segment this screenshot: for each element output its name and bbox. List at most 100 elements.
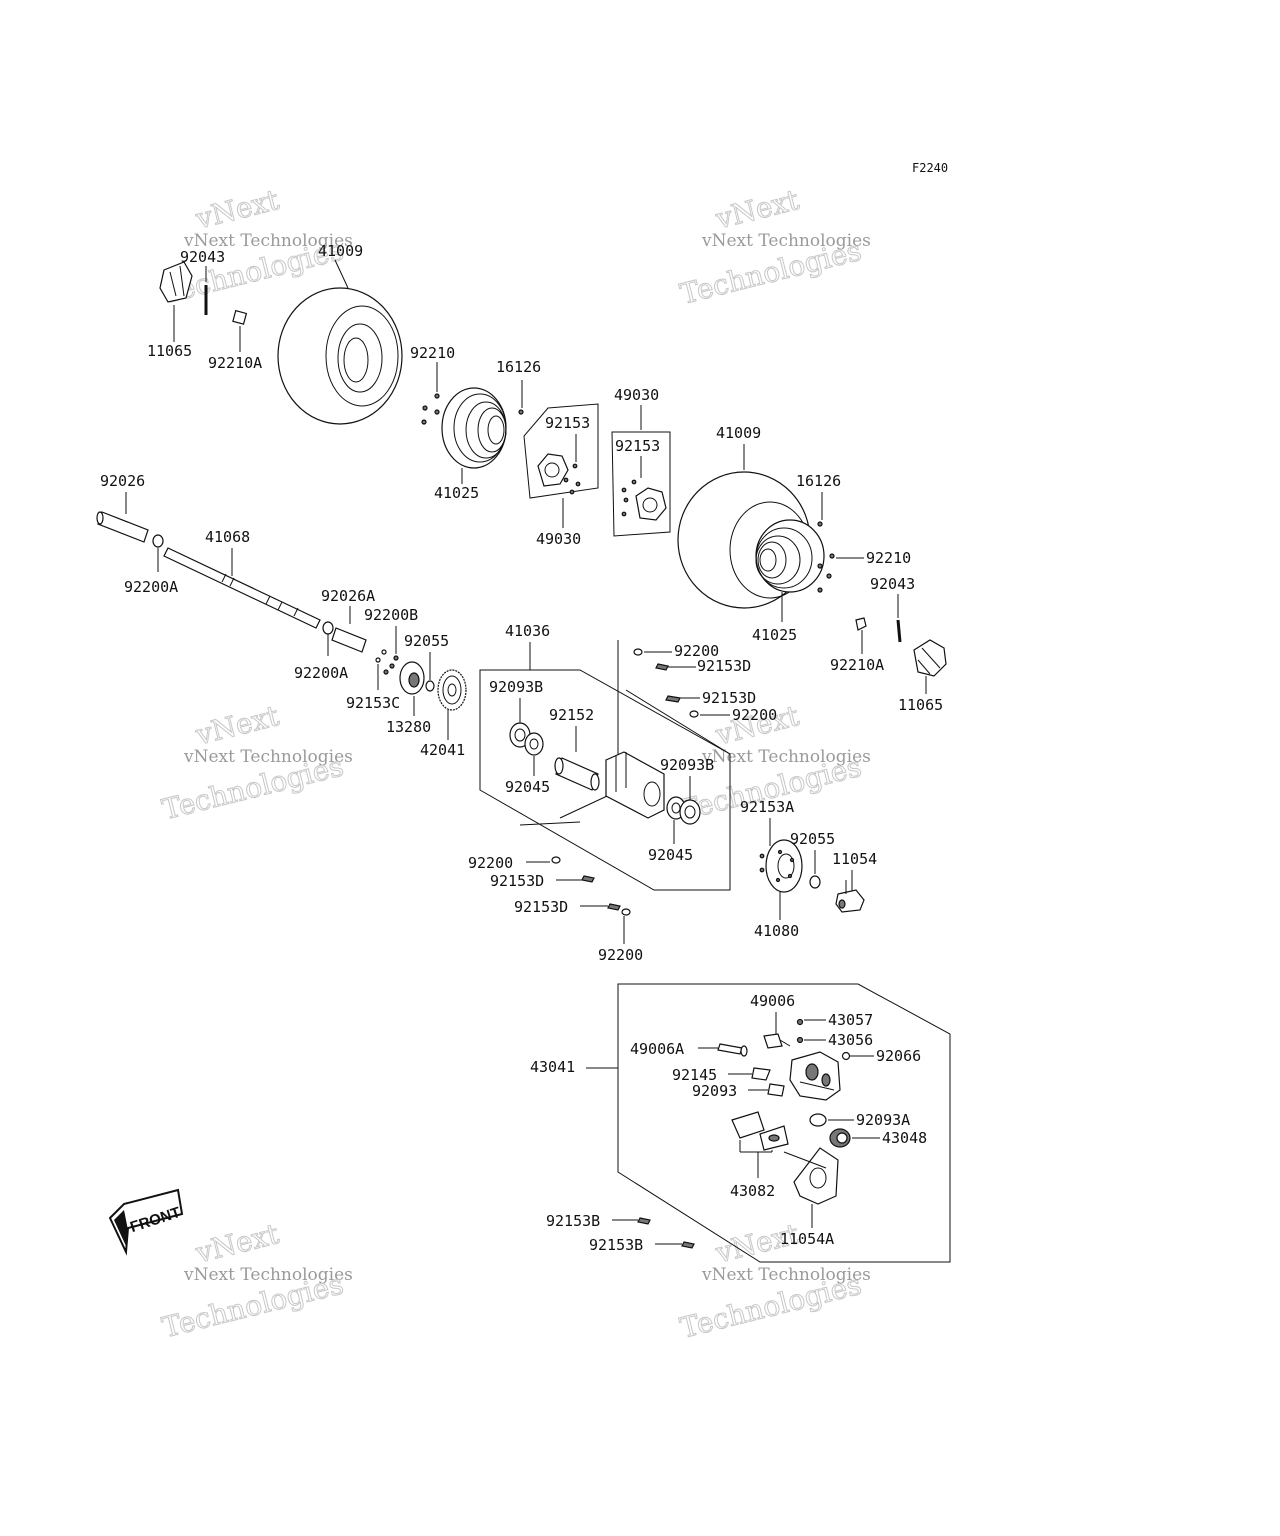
svg-text:vNext Technologies: vNext Technologies (701, 1265, 871, 1285)
label-92200-b: 92200 (732, 706, 777, 724)
svg-text:vNext: vNext (192, 1217, 283, 1270)
pin-49006A (717, 1043, 748, 1057)
nut-left (232, 309, 248, 325)
label-43048: 43048 (882, 1129, 927, 1147)
bolt-92153D-d (607, 903, 621, 911)
valve-right (817, 521, 823, 527)
label-92045-b: 92045 (648, 846, 693, 864)
label-41080: 41080 (754, 922, 799, 940)
label-41025-right: 41025 (752, 626, 797, 644)
rim-left (441, 387, 507, 469)
watermark-bottom-right: vNext vNext Technologies Technologies (676, 1217, 871, 1346)
washer-92093A (809, 1113, 827, 1127)
nut-right (855, 617, 867, 631)
collar-92200A-a (152, 534, 164, 548)
label-92055-b: 92055 (790, 830, 835, 848)
label-92153D-c: 92153D (490, 872, 544, 890)
label-11065-right: 11065 (898, 696, 943, 714)
label-49006A: 49006A (630, 1040, 684, 1058)
bleeder-43057 (796, 1018, 804, 1026)
label-16126-right: 16126 (796, 472, 841, 490)
caliper-frame (617, 983, 951, 1263)
label-43041: 43041 (530, 1058, 575, 1076)
bearing-92045-a (524, 732, 544, 756)
label-16126-left: 16126 (496, 358, 541, 376)
oring-92055-b (809, 875, 821, 889)
bolts-92153C (375, 649, 387, 663)
label-92200A-b: 92200A (294, 664, 348, 682)
bolt-92153B-a (637, 1217, 651, 1225)
collar-92200A-b (322, 621, 334, 635)
label-42041: 42041 (420, 741, 465, 759)
washer-92200-a (633, 648, 643, 656)
diagram-code: F2240 (912, 161, 948, 175)
label-41068: 41068 (205, 528, 250, 546)
label-41025-left: 41025 (434, 484, 479, 502)
sprocket-42041 (437, 669, 467, 711)
watermark-mid-left: vNext vNext Technologies Technologies (158, 699, 353, 827)
label-92153D-b: 92153D (702, 689, 756, 707)
label-13280: 13280 (386, 718, 431, 736)
pin-49006 (763, 1033, 791, 1049)
wheel-cap-right-part (913, 639, 947, 677)
label-49030-a: 49030 (614, 386, 659, 404)
label-92145: 92145 (672, 1066, 717, 1084)
cap-43056 (796, 1036, 804, 1044)
piston-43048 (829, 1128, 851, 1148)
label-43056: 43056 (828, 1031, 873, 1049)
tire-left (277, 287, 403, 425)
label-92210A-left: 92210A (208, 354, 262, 372)
washer-92200-c (551, 856, 561, 864)
oring-92055-a (425, 680, 435, 692)
label-92093A: 92093A (856, 1111, 910, 1129)
caliper-bracket-11054A (783, 1147, 839, 1205)
label-92153-a: 92153 (545, 414, 590, 432)
bolt-92153D-a (655, 663, 669, 671)
label-92153-b: 92153 (615, 437, 660, 455)
label-92200-c: 92200 (468, 854, 513, 872)
label-11054: 11054 (832, 850, 877, 868)
seal-92093 (767, 1083, 785, 1097)
valve-left (518, 409, 524, 415)
sleeve-92026A (331, 627, 367, 653)
label-92200-d: 92200 (598, 946, 643, 964)
label-92026A: 92026A (321, 587, 375, 605)
hub-left-frame (523, 403, 599, 499)
svg-text:vNext: vNext (712, 183, 803, 236)
spring-92145 (751, 1067, 771, 1081)
svg-text:vNext Technologies: vNext Technologies (183, 1265, 353, 1285)
wheel-cap-left-part (159, 261, 193, 303)
label-41009-right: 41009 (716, 424, 761, 442)
label-92093B-a: 92093B (489, 678, 543, 696)
bolt-92153B-b (681, 1241, 695, 1249)
hub-left (537, 453, 581, 495)
svg-text:vNext Technologies: vNext Technologies (701, 747, 871, 767)
svg-text:vNext: vNext (192, 183, 283, 236)
front-arrow-icon: FRONT (108, 1188, 184, 1256)
washer-92200-b (689, 710, 699, 718)
label-92153D-a: 92153D (697, 657, 751, 675)
spacer-92152 (554, 757, 600, 791)
hub-right-frame (611, 431, 671, 537)
label-92153A: 92153A (740, 798, 794, 816)
label-92043-right: 92043 (870, 575, 915, 593)
label-92043-left: 92043 (180, 248, 225, 266)
studs-left (421, 393, 440, 425)
svg-text:vNext Technologies: vNext Technologies (701, 231, 871, 251)
brake-pads-43082 (731, 1111, 789, 1151)
label-43057: 43057 (828, 1011, 873, 1029)
label-41036: 41036 (505, 622, 550, 640)
label-92200-a: 92200 (674, 642, 719, 660)
label-43082: 43082 (730, 1182, 775, 1200)
housing-frame (479, 669, 731, 891)
svg-text:vNext Technologies: vNext Technologies (183, 231, 353, 251)
label-11054A: 11054A (780, 1230, 834, 1248)
label-92153C: 92153C (346, 694, 400, 712)
svg-text:vNext: vNext (192, 699, 283, 752)
seal-92093B-b (679, 799, 701, 825)
label-92045-a: 92045 (505, 778, 550, 796)
bracket-11054 (835, 880, 865, 913)
brake-disc-41080 (765, 839, 803, 893)
label-92200B: 92200B (364, 606, 418, 624)
